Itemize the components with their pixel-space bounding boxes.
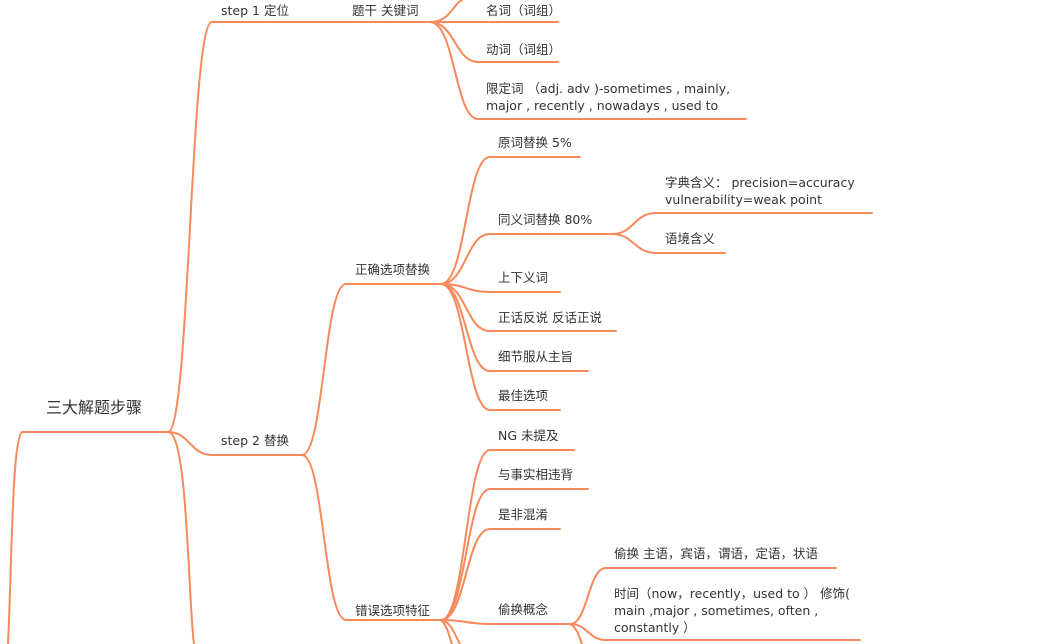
step1-node[interactable]: step 1 定位 xyxy=(221,3,289,18)
connector-step2-wrong xyxy=(301,454,347,621)
time-modifier-node[interactable]: 时间（now，recently，used to ） 修饰( main ,majo… xyxy=(614,586,851,635)
connector-concept-grammar xyxy=(569,567,607,625)
connector-wrong-confusion xyxy=(440,528,491,621)
step2-node[interactable]: step 2 替换 xyxy=(221,433,289,448)
connector-correct-original xyxy=(440,156,491,285)
correct-node[interactable]: 正确选项替换 xyxy=(355,262,431,277)
connector-keywords-qualifier xyxy=(429,21,479,120)
connector-concept-time xyxy=(569,623,607,641)
original-node[interactable]: 原词替换 5% xyxy=(498,135,572,150)
connector-wrong-ng xyxy=(440,449,491,621)
noun-node[interactable]: 名词（词组） xyxy=(486,3,562,18)
connector-keywords-offscreen xyxy=(429,0,463,23)
connector-step2-correct xyxy=(301,283,347,456)
detail-node[interactable]: 细节服从主旨 xyxy=(498,349,574,364)
connector-root-step1 xyxy=(167,21,213,433)
ng-node[interactable]: NG 未提及 xyxy=(498,428,559,443)
connector-wrong-contrary xyxy=(440,488,491,621)
connector-correct-best xyxy=(440,283,491,411)
root-incoming-connector xyxy=(7,431,23,644)
connector-wrong-concept xyxy=(440,619,491,625)
grammar-swap-node[interactable]: 偷换 主语，宾语，谓语，定语，状语 xyxy=(614,546,818,561)
connector-wrong-offscreen-1 xyxy=(440,619,461,644)
connector-root-step2 xyxy=(167,431,213,456)
connector-wrong-offscreen-2 xyxy=(440,619,453,644)
connector-synonym-context xyxy=(611,233,657,254)
confusion-node[interactable]: 是非混淆 xyxy=(498,507,549,522)
connector-root-offscreen xyxy=(167,431,195,644)
verb-node[interactable]: 动词（词组） xyxy=(486,42,562,57)
dictionary-node[interactable]: 字典含义： precision=accuracy vulnerability=w… xyxy=(665,175,855,207)
synonym-node[interactable]: 同义词替换 80% xyxy=(498,212,593,227)
connector-concept-offscreen xyxy=(569,623,583,644)
best-node[interactable]: 最佳选项 xyxy=(498,388,549,403)
hypernym-node[interactable]: 上下义词 xyxy=(498,270,549,285)
connector-synonym-dictionary xyxy=(611,212,657,235)
connector-keywords-verb xyxy=(429,21,479,63)
keywords-node[interactable]: 题干 关键词 xyxy=(352,3,419,18)
connector-correct-detail xyxy=(440,283,491,372)
root-node[interactable]: 三大解题步骤 xyxy=(46,398,143,417)
connector-correct-synonym xyxy=(440,233,491,285)
concept-swap-node[interactable]: 偷换概念 xyxy=(498,602,549,617)
positive-negative-node[interactable]: 正话反说 反话正说 xyxy=(498,310,602,325)
qualifier-node[interactable]: 限定词 （adj. adv )-sometimes , mainly, majo… xyxy=(486,81,731,113)
wrong-node[interactable]: 错误选项特征 xyxy=(355,603,431,618)
context-node[interactable]: 语境含义 xyxy=(665,231,716,246)
contrary-node[interactable]: 与事实相违背 xyxy=(498,467,574,482)
